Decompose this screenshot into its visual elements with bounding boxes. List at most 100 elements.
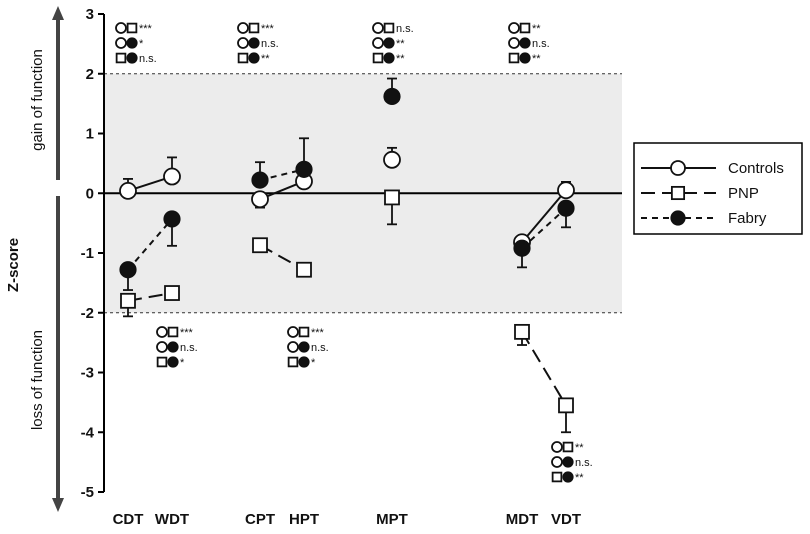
sig-symbol — [508, 52, 520, 64]
sig-symbol — [115, 37, 127, 49]
sig-symbol — [562, 456, 574, 468]
significance-label: ** — [396, 38, 405, 50]
sig-symbol — [383, 37, 395, 49]
sig-symbol — [167, 326, 179, 338]
data-point-controls — [251, 190, 269, 209]
y-axis-title: Z-score — [5, 238, 22, 292]
data-point-controls — [557, 181, 575, 200]
series-line-fabry — [521, 207, 567, 249]
significance-label: n.s. — [261, 38, 279, 50]
data-point-fabry — [119, 261, 137, 279]
y-tick-label: -5 — [81, 484, 94, 501]
sig-symbol — [156, 326, 168, 338]
sig-symbol — [519, 22, 531, 34]
x-category-label: MPT — [376, 511, 408, 528]
sig-symbol — [562, 441, 574, 453]
data-point-fabry — [251, 171, 269, 189]
significance-label: * — [180, 357, 185, 369]
sig-symbol — [115, 22, 127, 34]
sig-symbol — [562, 471, 574, 483]
data-point-fabry — [383, 87, 401, 106]
sig-symbol — [287, 326, 299, 338]
significance-label: ** — [532, 23, 541, 35]
sig-symbol — [298, 356, 310, 368]
y-tick-label: 3 — [86, 6, 94, 23]
data-point-fabry — [163, 210, 181, 228]
sig-symbol — [115, 52, 127, 64]
data-point-pnp — [120, 292, 136, 309]
sig-symbol — [126, 37, 138, 49]
loss-of-function-label: loss of function — [29, 330, 46, 430]
sig-symbol — [551, 441, 563, 453]
sig-symbol — [383, 52, 395, 64]
sig-symbol — [372, 37, 384, 49]
y-tick-label: -4 — [81, 424, 95, 441]
legend-marker-pnp — [670, 185, 686, 201]
legend-label-pnp: PNP — [728, 185, 759, 202]
y-tick-label: 2 — [86, 66, 94, 83]
legend-box — [633, 142, 803, 235]
legend-marker-fabry — [670, 210, 686, 226]
loss-arrow-head — [52, 498, 64, 512]
data-point-fabry — [513, 239, 531, 257]
significance-label: ** — [575, 472, 584, 484]
series-line-fabry — [127, 218, 173, 271]
significance-label: n.s. — [575, 457, 593, 469]
sig-symbol — [167, 341, 179, 353]
significance-label: ** — [261, 53, 270, 65]
y-tick-label: -1 — [81, 245, 94, 262]
sig-symbol — [237, 22, 249, 34]
data-point-controls — [383, 150, 401, 169]
significance-label: * — [311, 357, 316, 369]
data-point-pnp — [514, 323, 530, 340]
sig-symbol — [519, 37, 531, 49]
sig-symbol — [508, 37, 520, 49]
sig-symbol — [248, 52, 260, 64]
sig-symbol — [372, 52, 384, 64]
significance-label: *** — [139, 23, 153, 35]
significance-label: *** — [311, 327, 325, 339]
x-category-label: WDT — [155, 511, 189, 528]
sig-symbol — [287, 341, 299, 353]
data-point-pnp — [558, 397, 574, 414]
significance-label: n.s. — [532, 38, 550, 50]
data-point-pnp — [384, 189, 400, 206]
sig-symbol — [298, 341, 310, 353]
gain-of-function-label: gain of function — [29, 49, 46, 151]
sig-symbol — [551, 456, 563, 468]
sig-symbol — [298, 326, 310, 338]
significance-label: *** — [180, 327, 194, 339]
sig-symbol — [508, 22, 520, 34]
sig-symbol — [156, 341, 168, 353]
data-point-pnp — [164, 285, 180, 301]
x-category-label: MDT — [506, 511, 539, 528]
data-point-fabry — [295, 160, 313, 178]
sig-symbol — [237, 37, 249, 49]
x-category-label: HPT — [289, 511, 319, 528]
data-point-pnp — [296, 261, 312, 278]
legend-label-controls: Controls — [728, 160, 784, 177]
y-tick-label: -3 — [81, 365, 94, 382]
sig-symbol — [126, 22, 138, 34]
y-tick-label: 0 — [86, 185, 94, 202]
significance-label: * — [139, 38, 144, 50]
sig-symbol — [551, 471, 563, 483]
legend-label-fabry: Fabry — [728, 210, 767, 227]
significance-label: ** — [575, 442, 584, 454]
series-line-controls — [521, 189, 567, 243]
legend-marker-controls — [670, 160, 686, 176]
y-tick-label: 1 — [86, 126, 94, 143]
significance-label: *** — [261, 23, 275, 35]
data-point-fabry — [557, 199, 575, 217]
significance-label: n.s. — [139, 53, 157, 65]
sig-symbol — [156, 356, 168, 368]
significance-label: n.s. — [311, 342, 329, 354]
significance-label: n.s. — [396, 23, 414, 35]
series-line-pnp — [521, 331, 567, 406]
sig-symbol — [383, 22, 395, 34]
x-category-label: VDT — [551, 511, 581, 528]
sig-symbol — [519, 52, 531, 64]
sig-symbol — [167, 356, 179, 368]
